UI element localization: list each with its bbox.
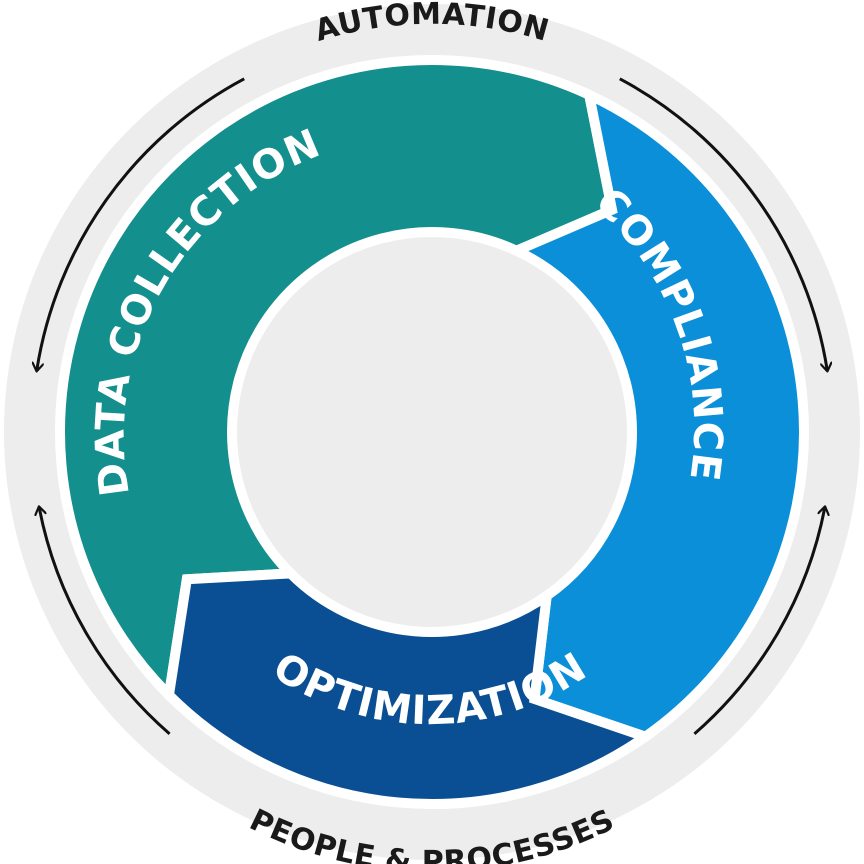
- optimization-segment: [163, 568, 657, 809]
- data-collection-segment: [55, 55, 618, 706]
- bottom-left-arrow: [39, 508, 171, 736]
- cycle-arrows: [37, 77, 827, 736]
- top-right-arrow: [619, 77, 827, 370]
- center-circle: [242, 242, 622, 622]
- compliance-segment: [504, 86, 809, 743]
- segments-group: [55, 55, 809, 809]
- bottom-right-arrow: [693, 508, 824, 736]
- top-left-arrow: [37, 77, 245, 370]
